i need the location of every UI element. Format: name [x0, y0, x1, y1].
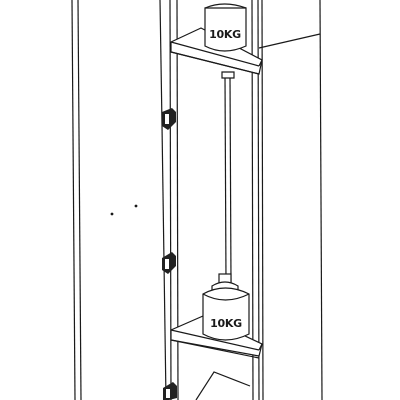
- weight-upper: 10KG: [204, 3, 247, 52]
- hinge-top: [162, 108, 176, 130]
- upper-shelf: [170, 27, 263, 75]
- open-door-panel: [71, 0, 167, 400]
- door-knob-marks: [110, 204, 138, 216]
- hinge-middle: [162, 252, 176, 274]
- hinge-bottom: [163, 382, 177, 400]
- weight-lower: 10KG: [202, 273, 250, 341]
- weight-lower-label: 10KG: [210, 317, 242, 330]
- hanging-rail: [221, 71, 235, 283]
- weight-upper-label: 10KG: [209, 28, 241, 41]
